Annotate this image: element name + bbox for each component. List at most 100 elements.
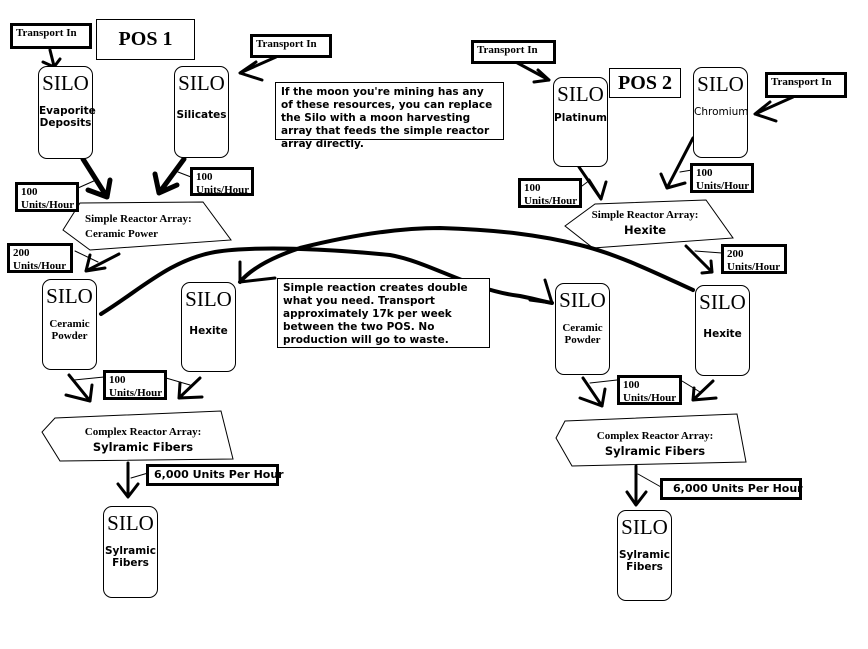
reactor-heading: Simple Reactor Array: bbox=[591, 209, 699, 221]
leader-complex-in-rate-pos2-right bbox=[681, 380, 701, 393]
transport-in-tag-pos1-evaporite: Transport In bbox=[10, 23, 92, 49]
silo-hexite-pos2: SILO Hexite bbox=[695, 285, 750, 376]
complex-reactor-shape-pos1 bbox=[41, 410, 234, 462]
silo-sylramic-fibers-pos2: SILO Sylramic Fibers bbox=[617, 510, 672, 601]
silo-title: SILO bbox=[559, 288, 606, 312]
arrow-complex-to-sylramic-pos1 bbox=[116, 461, 140, 499]
silo-chromium: SILO Chromium bbox=[693, 67, 749, 158]
silo-title: SILO bbox=[46, 284, 93, 308]
leader-platinum-rate bbox=[581, 179, 591, 187]
silo-label: Platinum bbox=[554, 112, 607, 124]
arrow-transport-to-silicates bbox=[238, 55, 278, 82]
transport-curve-pos1-arrowhead bbox=[238, 260, 277, 284]
leader-complex-in-rate-pos2-left bbox=[589, 379, 618, 384]
rate-amount: 100 bbox=[196, 171, 213, 183]
transport-note: Simple reaction creates double what you … bbox=[277, 278, 490, 348]
silo-ceramic-powder-pos2: SILO Ceramic Powder bbox=[555, 283, 610, 375]
silo-evaporite-deposits: SILO Evaporite Deposits bbox=[38, 66, 96, 159]
reactor-heading: Simple Reactor Array: bbox=[85, 213, 192, 225]
rate-tag-complex-output-pos2: 6,000 Units Per Hour bbox=[660, 478, 803, 500]
rate-amount: 200 bbox=[13, 247, 30, 259]
rate-tag-hexite-output: 200 Units/Hour bbox=[721, 244, 787, 274]
leader-ceramic-rate bbox=[74, 250, 99, 263]
arrow-transport-to-chromium bbox=[753, 95, 795, 123]
silo-hexite-pos1: SILO Hexite bbox=[181, 282, 236, 372]
silo-title: SILO bbox=[42, 71, 89, 95]
rate-unit: Units/Hour bbox=[13, 260, 67, 272]
reactor-heading: Complex Reactor Array: bbox=[84, 426, 202, 438]
simple-reactor-pos2: Simple Reactor Array: Hexite bbox=[575, 208, 715, 238]
complex-reactor-pos1: Complex Reactor Array: Sylramic Fibers bbox=[48, 425, 238, 455]
rate-tag-platinum: 100 Units/Hour bbox=[518, 178, 582, 208]
leader-complex-out-pos1 bbox=[130, 472, 149, 479]
silo-ceramic-powder-pos1: SILO Ceramic Powder bbox=[42, 279, 97, 370]
rate-tag-complex-output-pos1: 6,000 Units Per Hour bbox=[146, 464, 284, 486]
rate-amount: 100 bbox=[524, 182, 541, 194]
rate-unit: Units/Hour bbox=[524, 195, 578, 207]
silo-label: Chromium bbox=[694, 106, 749, 118]
rate-tag-complex-input-pos1: 100 Units/Hour bbox=[103, 370, 167, 400]
rate-amount: 200 bbox=[727, 248, 744, 260]
silo-sylramic-fibers-pos1: SILO Sylramic Fibers bbox=[103, 506, 158, 598]
arrow-ceramic-to-complex bbox=[64, 373, 94, 403]
rate-unit: Units/Hour bbox=[623, 392, 677, 404]
silo-title: SILO bbox=[185, 287, 232, 311]
rate-amount: 100 bbox=[109, 374, 126, 386]
rate-unit: Units/Hour bbox=[727, 261, 781, 273]
rate-unit: Units/Hour bbox=[109, 387, 163, 399]
silo-label: Ceramic Powder bbox=[49, 318, 90, 342]
arrow-chromium-to-reactor bbox=[659, 136, 695, 190]
leader-evaporite-rate bbox=[77, 179, 97, 189]
silo-silicates: SILO Silicates bbox=[174, 66, 229, 158]
leader-complex-in-rate-pos1-right bbox=[165, 377, 191, 386]
rate-amount: 100 bbox=[21, 186, 38, 198]
rate-tag-chromium: 100 Units/Hour bbox=[690, 163, 754, 193]
arrow-platinum-to-reactor bbox=[577, 165, 608, 201]
transport-in-tag-pos2-platinum: Transport In bbox=[471, 40, 556, 64]
transport-in-tag-pos1-silicates: Transport In bbox=[250, 34, 332, 58]
pos1-title: POS 1 bbox=[96, 19, 195, 60]
reactor-heading: Complex Reactor Array: bbox=[596, 430, 714, 442]
silo-label: Silicates bbox=[176, 109, 227, 121]
moon-harvesting-note: If the moon you're mining has any of the… bbox=[275, 82, 504, 150]
silo-title: SILO bbox=[699, 290, 746, 314]
rate-amount: 100 bbox=[623, 379, 640, 391]
rate-tag-silicates: 100 Units/Hour bbox=[190, 167, 254, 196]
silo-title: SILO bbox=[107, 511, 154, 535]
silo-label: Ceramic Powder bbox=[562, 322, 603, 346]
simple-reactor-shape-pos1 bbox=[62, 201, 232, 251]
silo-title: SILO bbox=[697, 72, 744, 96]
arrow-hexite-to-complex bbox=[177, 376, 204, 400]
silo-title: SILO bbox=[178, 71, 225, 95]
arrow-silicates-to-reactor bbox=[152, 156, 187, 196]
transport-curve-pos2-arrowhead bbox=[528, 278, 554, 305]
reactor-product: Hexite bbox=[623, 223, 667, 237]
simple-reactor-pos1: Simple Reactor Array: Ceramic Power bbox=[75, 212, 205, 242]
rate-unit: Units/Hour bbox=[21, 199, 75, 211]
silo-label: Evaporite Deposits bbox=[39, 105, 96, 129]
arrow-transport-to-evaporite bbox=[41, 48, 62, 69]
leader-complex-out-pos2 bbox=[637, 473, 662, 488]
rate-amount: 100 bbox=[696, 167, 713, 179]
reactor-product: Ceramic Power bbox=[85, 228, 158, 240]
leader-hexite-rate bbox=[694, 250, 723, 254]
silo-title: SILO bbox=[621, 515, 668, 539]
complex-reactor-shape-pos2 bbox=[555, 413, 747, 467]
rate-unit: Units/Hour bbox=[196, 184, 250, 196]
leader-silicates-rate bbox=[177, 171, 192, 178]
arrow-hexite-to-complex-pos2 bbox=[691, 379, 718, 402]
rate-unit: Units/Hour bbox=[696, 180, 750, 192]
silo-label: Sylramic Fibers bbox=[618, 549, 671, 573]
arrow-evaporite-to-reactor bbox=[80, 156, 113, 200]
silo-platinum: SILO Platinum bbox=[553, 77, 608, 167]
arrow-ceramic-to-complex-pos2 bbox=[578, 376, 607, 408]
silo-label: Hexite bbox=[703, 328, 742, 340]
reactor-product: Sylramic Fibers bbox=[92, 440, 194, 454]
arrow-complex-to-sylramic-pos2 bbox=[625, 464, 648, 507]
transport-curve-ceramic-to-pos2 bbox=[99, 246, 554, 316]
arrow-reactor-to-hexite bbox=[684, 244, 714, 275]
reactor-product: Sylramic Fibers bbox=[604, 444, 706, 458]
rate-tag-ceramic-output: 200 Units/Hour bbox=[7, 243, 73, 273]
